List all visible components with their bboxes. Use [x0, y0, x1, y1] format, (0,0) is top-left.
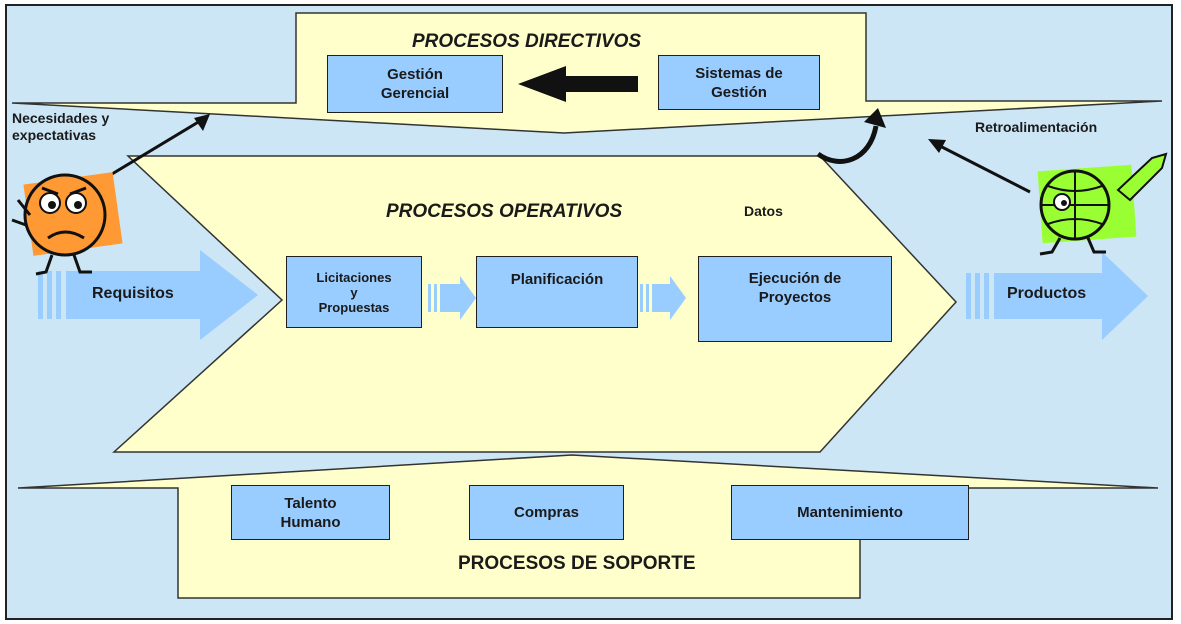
flow-arrow-1	[428, 276, 476, 320]
datos-label: Datos	[744, 203, 783, 219]
datos-curved-arrow	[816, 108, 886, 164]
flow-arrow-2	[640, 276, 686, 320]
directivos-panel	[11, 12, 1163, 134]
directivos-title: PROCESOS DIRECTIVOS	[412, 31, 642, 52]
sistemas-gestion-box: Sistemas de Gestión	[658, 55, 820, 110]
compras-box: Compras	[469, 485, 624, 540]
feedback-black-arrow	[518, 66, 638, 102]
necesidades-label: Necesidades y expectativas	[12, 110, 110, 143]
operativos-title: PROCESOS OPERATIVOS	[386, 201, 623, 222]
productos-label: Productos	[1007, 285, 1087, 302]
ejecucion-box: Ejecución de Proyectos	[698, 256, 892, 342]
requisitos-arrow	[38, 250, 258, 340]
mantenimiento-box: Mantenimiento	[731, 485, 969, 540]
gestion-gerencial-box: Gestión Gerencial	[327, 55, 503, 113]
soporte-title: PROCESOS DE SOPORTE	[458, 553, 696, 574]
retroalimentacion-arrow	[928, 139, 1031, 194]
happy-globe-icon	[1037, 152, 1168, 256]
requisitos-label: Requisitos	[92, 285, 174, 302]
planificacion-box: Planificación	[476, 256, 638, 328]
productos-arrow	[966, 252, 1148, 340]
retroalimentacion-label: Retroalimentación	[975, 119, 1098, 135]
necesidades-arrow	[111, 114, 210, 176]
talento-humano-box: Talento Humano	[231, 485, 390, 540]
licitaciones-box: Licitaciones y Propuestas	[286, 256, 422, 328]
worried-face-icon	[11, 172, 123, 276]
